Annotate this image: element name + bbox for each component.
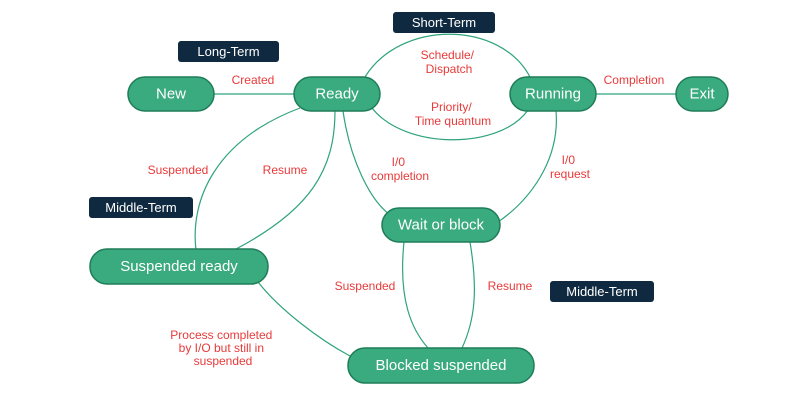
node-wait-or-block: Wait or block [381, 207, 501, 243]
edge-labels: Created Schedule/ Dispatch Priority/ Tim… [148, 48, 665, 368]
edge-ready-wait [342, 110, 391, 216]
svg-text:Wait or block: Wait or block [398, 217, 485, 234]
label-io-completion: I/0 completion [371, 155, 429, 183]
edge-suspended-ready-blocked-suspended [257, 281, 351, 357]
edge-ready-suspended-ready-suspend [194, 107, 301, 251]
svg-text:Long-Term: Long-Term [197, 44, 259, 59]
edge-wait-blocked-suspended [402, 241, 429, 349]
label-suspended-bottom: Suspended [335, 279, 396, 293]
label-resume-bottom: Resume [488, 279, 533, 293]
edge-blocked-suspended-wait-resume [461, 241, 476, 349]
edge-ready-running-schedule [364, 33, 531, 78]
edge-running-ready-priority [371, 107, 529, 141]
label-process-completed: Process completed by I/O but still in su… [170, 328, 275, 368]
label-created: Created [232, 73, 275, 87]
svg-text:Ready: Ready [315, 86, 359, 103]
tag-long-term: Long-Term [178, 41, 279, 62]
svg-text:Middle-Term: Middle-Term [566, 284, 638, 299]
tag-middle-term-right: Middle-Term [550, 281, 654, 302]
svg-text:Short-Term: Short-Term [412, 15, 476, 30]
node-running: Running [509, 76, 597, 112]
tag-short-term: Short-Term [393, 12, 495, 33]
svg-text:New: New [156, 86, 186, 103]
node-exit: Exit [675, 76, 729, 112]
node-new: New [127, 76, 215, 112]
label-io-request: I/0 request [550, 153, 591, 181]
node-blocked-suspended: Blocked suspended [347, 347, 535, 384]
label-resume-left: Resume [263, 163, 308, 177]
label-suspended-left: Suspended [148, 163, 209, 177]
edge-suspended-ready-ready-resume [235, 110, 336, 250]
svg-text:Running: Running [525, 86, 581, 103]
node-suspended-ready: Suspended ready [89, 248, 269, 285]
svg-text:Blocked suspended: Blocked suspended [376, 357, 507, 374]
label-completion: Completion [604, 73, 665, 87]
label-priority-time-quantum: Priority/ Time quantum [415, 100, 491, 128]
edge-running-wait [497, 110, 557, 223]
tag-middle-term-left: Middle-Term [89, 197, 193, 218]
edges [194, 33, 676, 357]
svg-text:Middle-Term: Middle-Term [105, 200, 177, 215]
node-ready: Ready [293, 76, 381, 112]
svg-text:Exit: Exit [689, 86, 715, 103]
svg-text:Suspended ready: Suspended ready [120, 258, 238, 275]
label-schedule-dispatch: Schedule/ Dispatch [421, 48, 478, 76]
